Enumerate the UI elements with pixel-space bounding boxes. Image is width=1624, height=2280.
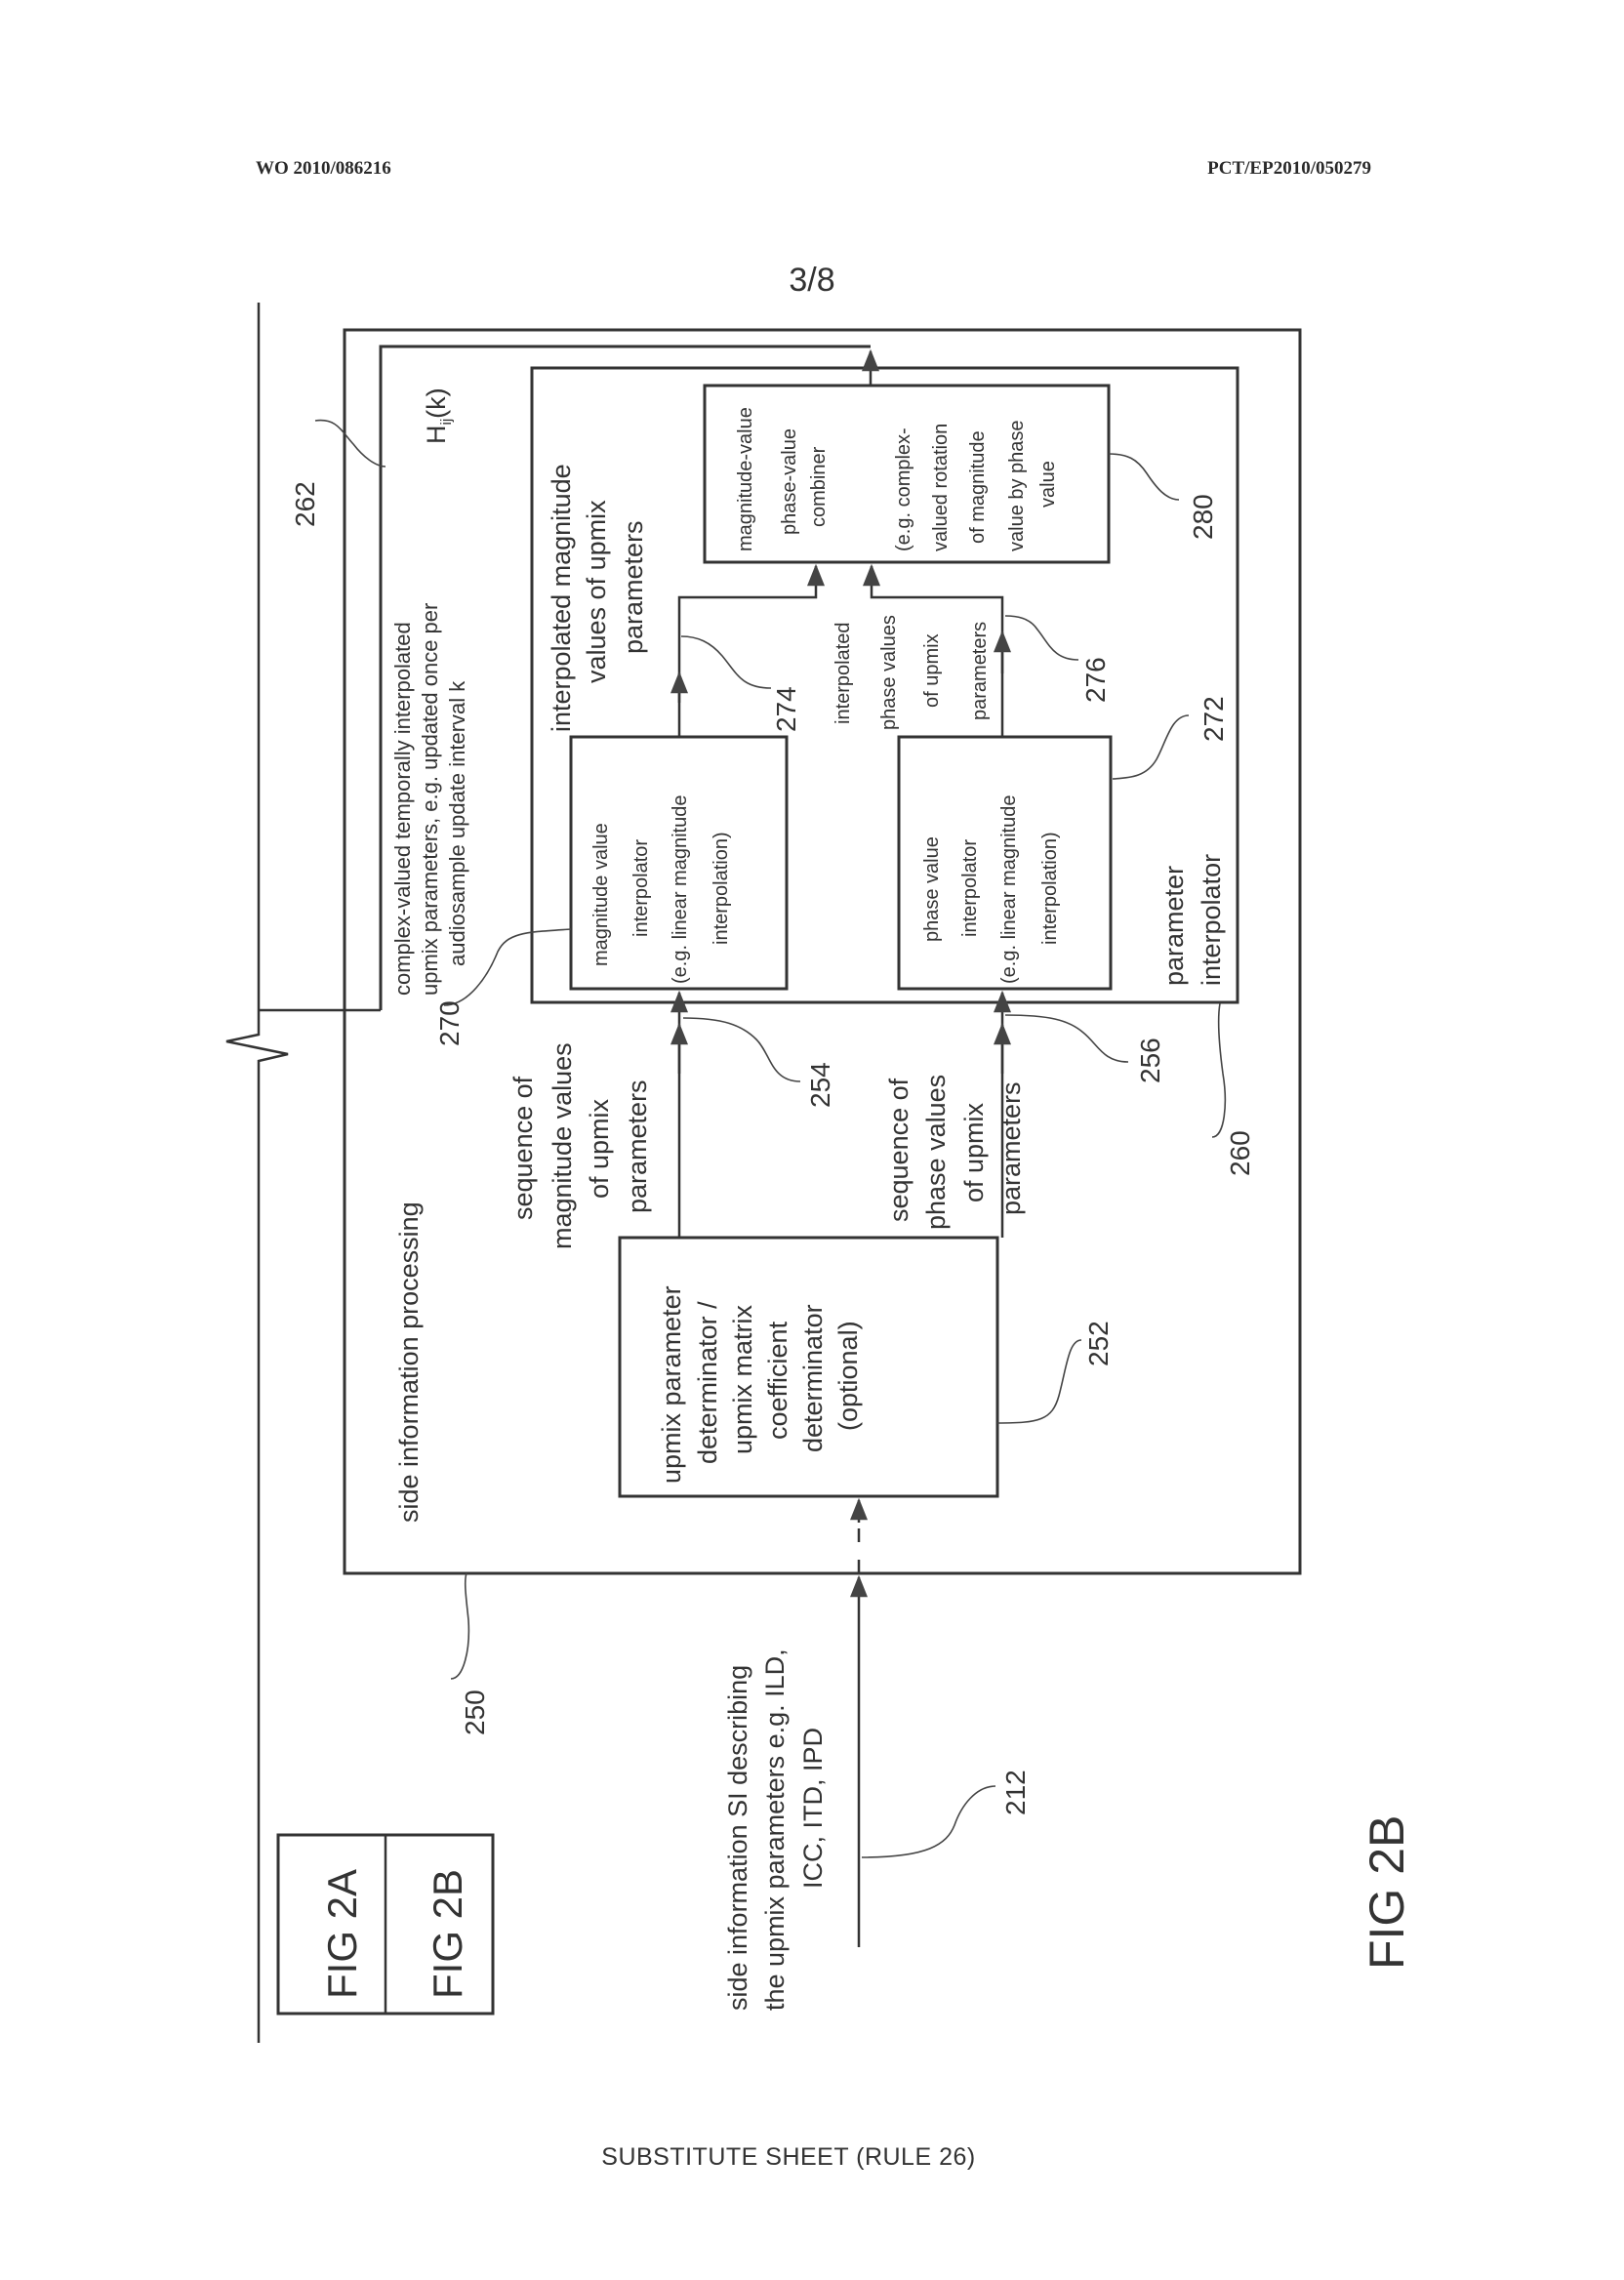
label-line: side information SI describing [723, 1665, 752, 2011]
leader-260 [1212, 1003, 1225, 1137]
leader-212 [862, 1786, 995, 1857]
label-line: sequence of [508, 1076, 538, 1220]
label-line: complex-valued temporally interpolated [390, 622, 415, 996]
ref-250: 250 [460, 1690, 490, 1735]
phase-sequence-label: sequence of phase values of upmix parame… [884, 1075, 1026, 1230]
label-line: phase values [921, 1075, 951, 1230]
side-info-processing-label: side information processing [394, 1201, 424, 1523]
leader-262 [315, 421, 386, 467]
label-line: magnitude-value [735, 407, 756, 551]
interp-phase-label: interpolated phase values of upmix param… [832, 615, 991, 730]
label-line: audiosample update interval k [445, 680, 469, 966]
ref-212: 212 [1000, 1770, 1031, 1815]
ref-256: 256 [1135, 1038, 1165, 1083]
footer-note: SUBSTITUTE SHEET (RULE 26) [601, 2143, 975, 2171]
label-line: parameters [623, 1079, 652, 1213]
label-line: determinator [798, 1304, 828, 1452]
figure-key-2b: FIG 2B [425, 1869, 470, 1999]
ref-262: 262 [290, 481, 320, 527]
ref-272: 272 [1198, 696, 1229, 742]
label-line: phase values [878, 615, 900, 730]
label-line: (optional) [833, 1321, 863, 1431]
combiner-label: magnitude-value phase-value combiner (e.… [735, 407, 1059, 551]
label-line: upmix parameters, e.g. updated once per [418, 603, 442, 996]
application-number: PCT/EP2010/050279 [1207, 158, 1371, 179]
break-line [226, 303, 288, 2043]
ref-274: 274 [771, 686, 801, 732]
leader-256 [1005, 1015, 1128, 1062]
label-line: valued rotation [930, 424, 952, 551]
label-line: interpolated [832, 622, 854, 724]
label-line: of upmix [959, 1102, 989, 1202]
label-line: (e.g. complex- [893, 428, 914, 551]
label-line: magnitude values [548, 1042, 577, 1249]
label-line: magnitude value [590, 823, 612, 966]
label-line: phase value [921, 836, 943, 942]
label-line: interpolator [1197, 854, 1226, 986]
leader-250 [451, 1573, 468, 1679]
label-line: value [1037, 461, 1059, 508]
label-line: parameters [969, 622, 991, 720]
label-line: interpolator [630, 839, 652, 937]
label-line: interpolator [959, 839, 981, 937]
leader-280 [1109, 454, 1179, 500]
magnitude-sequence-label: sequence of magnitude values of upmix pa… [508, 1042, 652, 1249]
phase-interpolator-label: phase value interpolator (e.g. linear ma… [921, 795, 1061, 984]
ref-260: 260 [1225, 1130, 1255, 1176]
ref-276: 276 [1080, 657, 1111, 703]
figure-caption: FIG 2B [1360, 1815, 1414, 1970]
upmix-parameter-determinator-label: upmix parameter determinator / upmix mat… [657, 1285, 863, 1484]
label-line: parameters [619, 520, 648, 654]
leader-276 [1005, 616, 1078, 660]
ref-270: 270 [434, 1000, 465, 1046]
label-line: combiner [808, 446, 830, 527]
sheet-number: 3/8 [789, 262, 834, 299]
label-line: of upmix [585, 1098, 614, 1199]
label-line: values of upmix [582, 500, 611, 683]
leader-254 [683, 1018, 800, 1081]
label-line: (e.g. linear magnitude [998, 795, 1020, 984]
label-line: interpolation) [1039, 832, 1061, 945]
label-line: parameter [1159, 866, 1189, 986]
ref-280: 280 [1188, 494, 1218, 540]
figure-key: FIG 2A FIG 2B [278, 1835, 493, 2014]
leader-274 [681, 636, 771, 688]
label-line: value by phase [1006, 420, 1028, 551]
ref-252: 252 [1083, 1321, 1114, 1366]
label-line: interpolated magnitude [547, 464, 576, 732]
label-line: upmix matrix [728, 1304, 757, 1454]
label-line: of upmix [921, 633, 943, 708]
output-parameters-label: complex-valued temporally interpolated u… [390, 387, 469, 996]
label-line: phase-value [779, 428, 800, 535]
side-info-input-label: side information SI describing the upmix… [723, 1649, 828, 2011]
ref-254: 254 [805, 1062, 835, 1108]
leader-252 [997, 1340, 1081, 1423]
label-line: determinator / [693, 1301, 722, 1464]
label-line: sequence of [884, 1078, 914, 1222]
svg-text:Hij(k): Hij(k) [422, 387, 455, 444]
label-line: interpolation) [710, 832, 732, 945]
parameter-interpolator-label: parameter interpolator [1159, 854, 1226, 986]
label-line: the upmix parameters e.g. ILD, [760, 1649, 790, 2011]
transfer-function-symbol: Hij(k) [422, 387, 455, 444]
label-line: (e.g. linear magnitude [670, 795, 691, 984]
label-line: of magnitude [967, 430, 989, 544]
label-line: ICC, ITD, IPD [798, 1728, 828, 1889]
publication-number: WO 2010/086216 [256, 158, 391, 179]
label-line: coefficient [763, 1321, 792, 1440]
leader-272 [1113, 715, 1189, 779]
label-line: upmix parameter [657, 1285, 686, 1484]
figure-key-2a: FIG 2A [319, 1869, 365, 1999]
magnitude-interpolator-label: magnitude value interpolator (e.g. linea… [590, 795, 732, 984]
interp-magnitude-label: interpolated magnitude values of upmix p… [547, 464, 648, 732]
label-line: parameters [996, 1081, 1026, 1215]
